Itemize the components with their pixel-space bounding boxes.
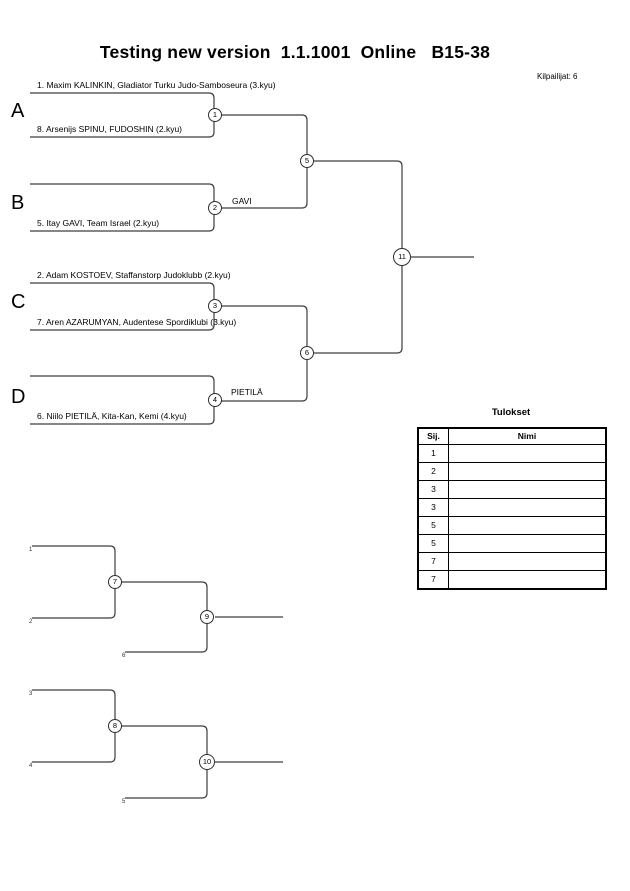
results-rank: 2 — [417, 462, 449, 481]
results-row: 3 — [417, 498, 607, 517]
results-name — [448, 552, 607, 571]
results-row: 7 — [417, 552, 607, 571]
page-title: Testing new version 1.1.1001 Online B15-… — [99, 42, 491, 62]
final-line — [307, 160, 403, 354]
section-label-b: B — [11, 192, 25, 214]
player-d-bottom: 6. Niilo PIETILÄ, Kita-Kan, Kemi (4.kyu) — [37, 411, 187, 421]
results-row: 3 — [417, 480, 607, 499]
player-c-bottom: 7. Aren AZARUMYAN, Audentese Spordiklubi… — [37, 317, 237, 327]
match-circle-7: 7 — [108, 575, 122, 589]
match-circle-6: 6 — [300, 346, 314, 360]
match-circle-3: 3 — [208, 299, 222, 313]
match-circle-8: 8 — [108, 719, 122, 733]
results-header-row: Sij. Nimi — [417, 427, 607, 445]
repechage-slot-label-6: 6 — [122, 653, 126, 659]
repechage2-pair-line — [32, 689, 116, 763]
results-row: 5 — [417, 534, 607, 553]
results-header-sij: Sij. — [417, 427, 449, 445]
results-rank: 5 — [417, 534, 449, 553]
results-name — [448, 498, 607, 517]
repechage2-final-line — [115, 725, 208, 799]
repechage-slot-label-5: 5 — [122, 799, 126, 805]
results-table: Sij. Nimi 1 2 3 3 5 — [417, 427, 607, 590]
player-a-bottom: 8. Arsenijs SPINU, FUDOSHIN (2.kyu) — [37, 124, 183, 134]
repechage1-pair-line — [32, 545, 116, 619]
repechage-slot-label-3: 3 — [29, 691, 33, 697]
player-b-bottom: 5. Itay GAVI, Team Israel (2.kyu) — [37, 218, 160, 228]
advancer-match4: PIETILÄ — [231, 387, 263, 397]
results-rank: 7 — [417, 570, 449, 590]
results-row: 2 — [417, 462, 607, 481]
repechage1-final-line — [115, 581, 208, 653]
results-rank: 7 — [417, 552, 449, 571]
results-rank: 5 — [417, 516, 449, 535]
results-name — [448, 462, 607, 481]
semi-5-line — [214, 114, 308, 209]
match-circle-2: 2 — [208, 201, 222, 215]
match-circle-10: 10 — [199, 754, 215, 770]
player-c-top: 2. Adam KOSTOEV, Staffanstorp Judoklubb … — [37, 270, 231, 280]
results-name — [448, 444, 607, 463]
results-row: 7 — [417, 570, 607, 590]
results-title: Tulokset — [491, 407, 531, 418]
results-name — [448, 516, 607, 535]
results-rank: 3 — [417, 480, 449, 499]
results-row: 5 — [417, 516, 607, 535]
player-a-top: 1. Maxim KALINKIN, Gladiator Turku Judo-… — [37, 80, 276, 90]
repechage-slot-label-1: 1 — [29, 547, 33, 553]
repechage-slot-label-2: 2 — [29, 619, 33, 625]
match-circle-1: 1 — [208, 108, 222, 122]
results-name — [448, 570, 607, 590]
results-rank: 1 — [417, 444, 449, 463]
results-name — [448, 480, 607, 499]
match-circle-9: 9 — [200, 610, 214, 624]
competitors-count: Kilpailijat: 6 — [537, 72, 578, 81]
section-label-a: A — [11, 100, 25, 122]
results-header-nimi: Nimi — [448, 427, 607, 445]
match-circle-4: 4 — [208, 393, 222, 407]
section-label-d: D — [11, 386, 26, 408]
section-label-c: C — [11, 291, 26, 313]
match-circle-5: 5 — [300, 154, 314, 168]
results-name — [448, 534, 607, 553]
results-rank: 3 — [417, 498, 449, 517]
match-circle-11: 11 — [393, 248, 411, 266]
repechage-slot-label-4: 4 — [29, 763, 33, 769]
advancer-match2: GAVI — [232, 196, 252, 206]
results-row: 1 — [417, 444, 607, 463]
